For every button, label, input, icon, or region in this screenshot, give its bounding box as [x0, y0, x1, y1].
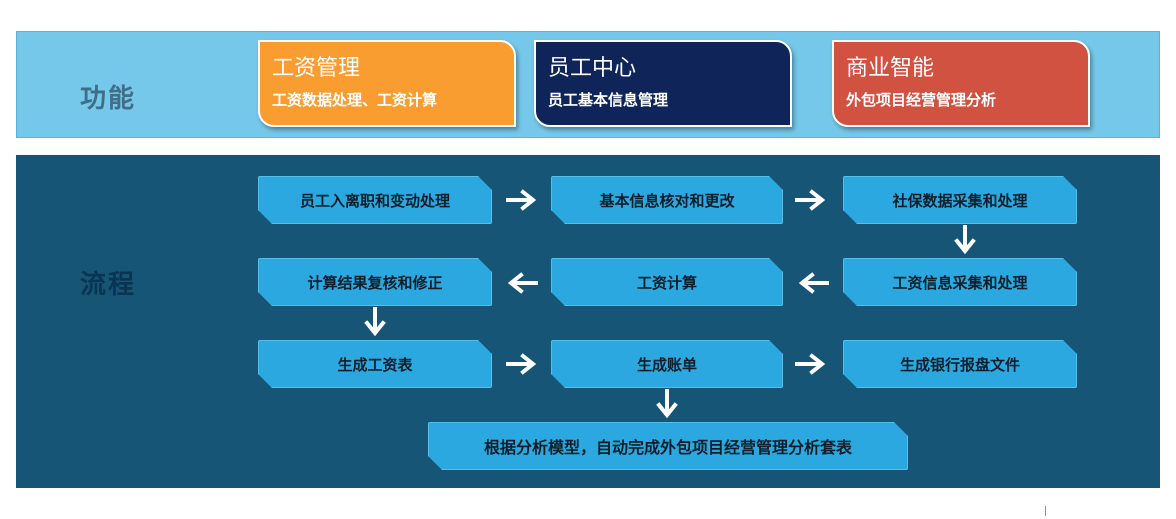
employee-center-card: 员工中心 员工基本信息管理	[534, 40, 792, 127]
arrow-left-icon	[798, 272, 829, 294]
business-intelligence-card: 商业智能 外包项目经营管理分析	[832, 40, 1090, 127]
card-title: 工资管理	[272, 56, 361, 81]
step-info-verification: 基本信息核对和更改	[551, 176, 783, 224]
card-subtitle: 外包项目经营管理分析	[846, 91, 997, 109]
step-bank-file: 生成银行报盘文件	[843, 340, 1077, 388]
card-title: 商业智能	[846, 56, 935, 81]
step-social-insurance: 社保数据采集和处理	[843, 176, 1077, 224]
arrow-down-icon	[364, 307, 386, 337]
arrow-right-icon	[506, 189, 537, 211]
arrow-right-icon	[795, 189, 826, 211]
process-section-label: 流程	[80, 270, 137, 300]
salary-management-card: 工资管理 工资数据处理、工资计算	[258, 40, 516, 127]
function-section-label: 功能	[80, 84, 137, 114]
step-salary-calculation: 工资计算	[551, 258, 783, 306]
arrow-down-icon	[656, 389, 678, 419]
arrow-right-icon	[506, 353, 537, 375]
step-salary-info-collection: 工资信息采集和处理	[843, 258, 1077, 306]
step-generate-payroll: 生成工资表	[258, 340, 492, 388]
arrow-right-icon	[795, 353, 826, 375]
card-subtitle: 员工基本信息管理	[548, 91, 669, 109]
step-analysis-report: 根据分析模型，自动完成外包项目经营管理分析套表	[428, 422, 908, 470]
step-result-review: 计算结果复核和修正	[258, 258, 492, 306]
divider-mark	[1045, 506, 1046, 516]
step-onboarding-offboarding: 员工入离职和变动处理	[258, 176, 492, 224]
arrow-down-icon	[954, 225, 976, 255]
arrow-left-icon	[507, 272, 538, 294]
card-subtitle: 工资数据处理、工资计算	[272, 91, 438, 109]
card-title: 员工中心	[548, 56, 637, 81]
step-generate-bill: 生成账单	[551, 340, 783, 388]
